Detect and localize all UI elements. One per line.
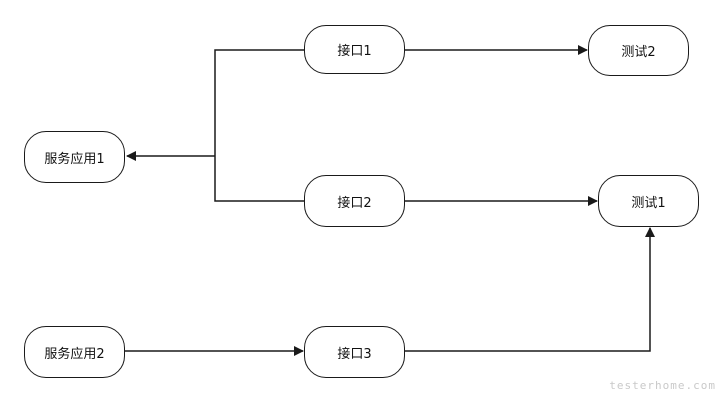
edge-interface1-to-service1 [214,49,304,156]
node-service-app-1[interactable]: 服务应用1 [24,131,125,183]
node-service-app-2[interactable]: 服务应用2 [24,326,125,378]
watermark-text: testerhome.com [609,379,716,392]
node-label: 接口2 [337,195,372,211]
node-label: 服务应用2 [44,346,105,362]
node-interface-1[interactable]: 接口1 [304,25,405,74]
node-interface-2[interactable]: 接口2 [304,175,405,227]
edge-interface2-to-service1 [214,156,304,202]
node-label: 接口3 [337,346,372,362]
node-label: 服务应用1 [44,151,105,167]
node-test-1[interactable]: 测试1 [598,175,699,227]
node-interface-3[interactable]: 接口3 [304,326,405,378]
edge-interface3-to-test1 [405,227,655,352]
node-label: 测试2 [621,45,656,60]
node-test-2[interactable]: 测试2 [588,25,689,76]
node-label: 接口1 [337,44,372,59]
node-label: 测试1 [631,195,666,211]
